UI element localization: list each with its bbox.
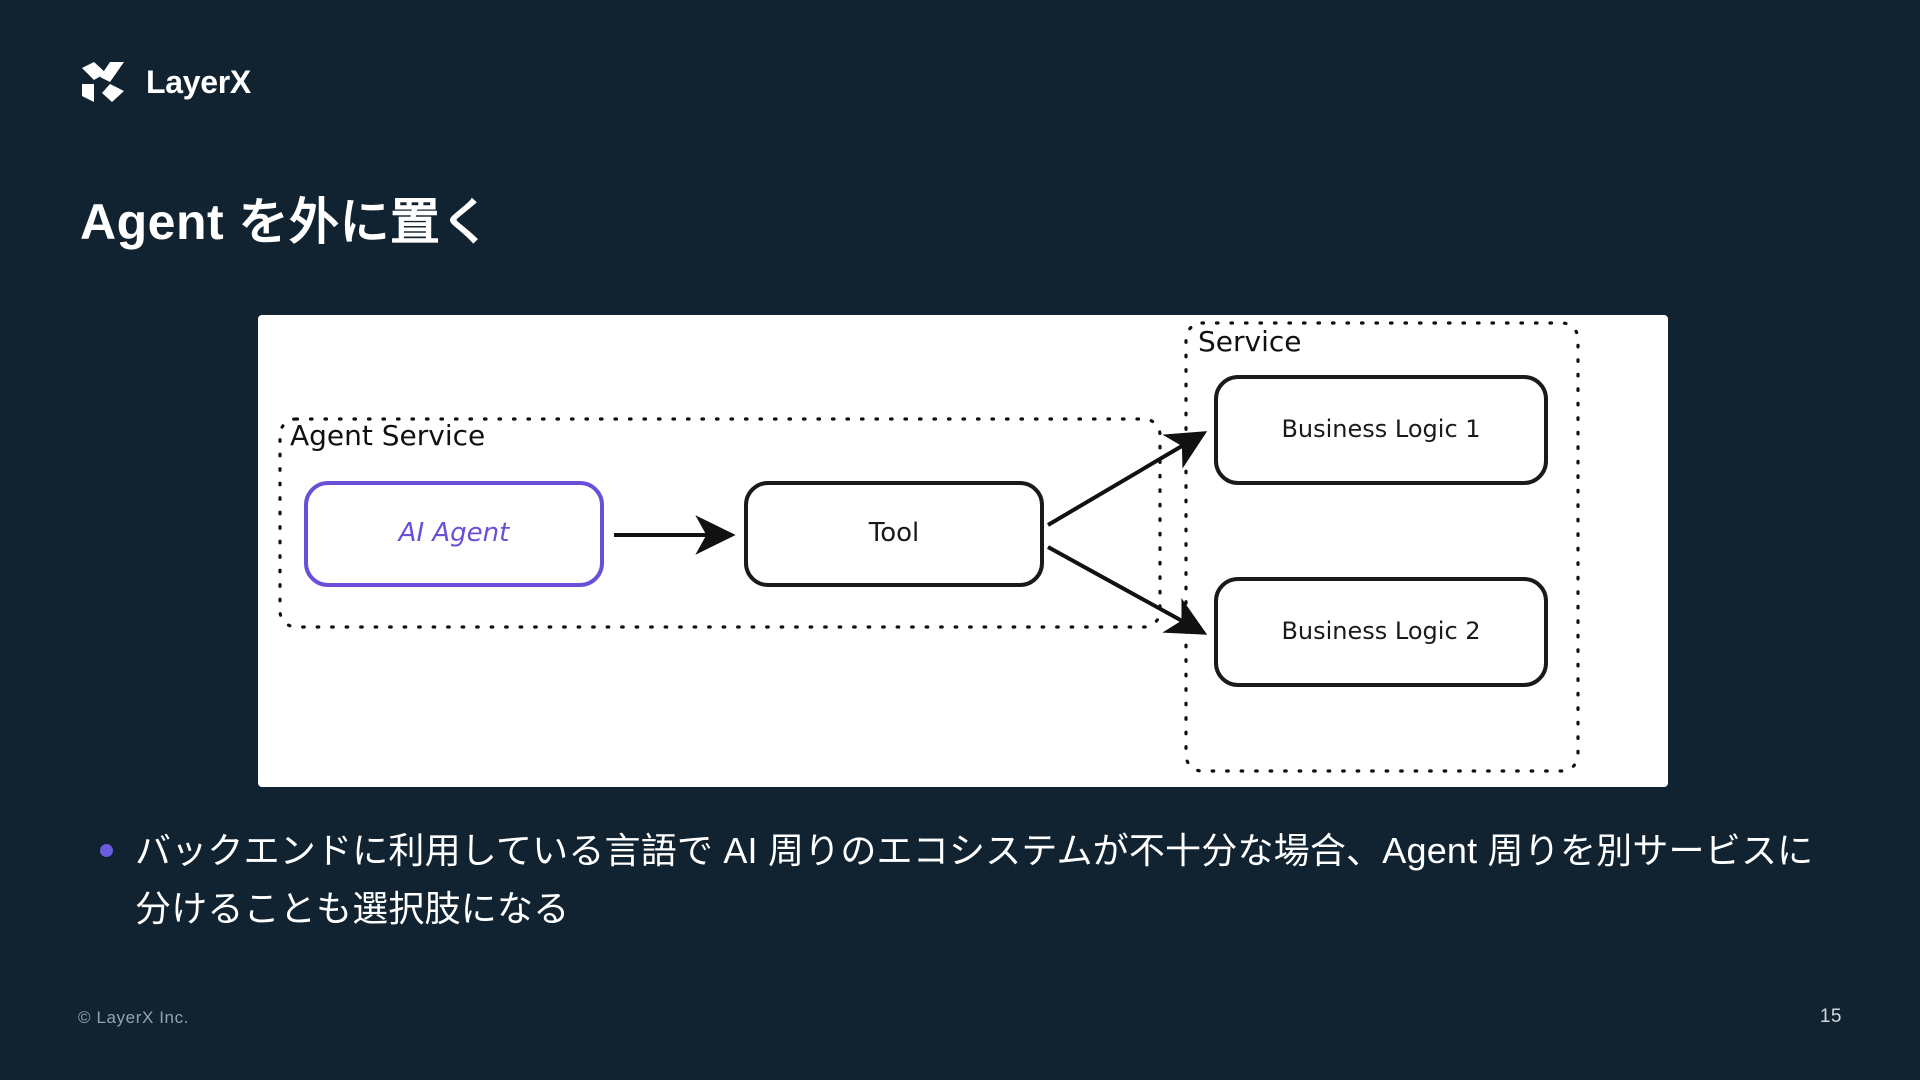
bullet-dot-icon	[100, 844, 113, 857]
page-title: Agent を外に置く	[80, 194, 492, 250]
bullet-text: バックエンドに利用している言語で AI 周りのエコシステムが不十分な場合、Age…	[135, 830, 1814, 930]
copyright-notice: © LayerX Inc.	[78, 1008, 190, 1027]
bullet-list-item: バックエンドに利用している言語で AI 周りのエコシステムが不十分な場合、Age…	[100, 822, 1860, 939]
brand-wordmark: LayerX	[146, 63, 251, 100]
node-tool-label: Tool	[868, 518, 920, 548]
group-agent-service-label: Agent Service	[290, 419, 485, 452]
edge-tool-to-business-logic-2	[1047, 545, 1208, 635]
page-number: 15	[1819, 1006, 1842, 1027]
diagram-card: Agent Service AI Agent Tool Service Busi…	[258, 315, 1668, 787]
node-business-logic-2-label: Business Logic 2	[1281, 617, 1480, 645]
node-business-logic-2[interactable]	[1214, 577, 1548, 687]
group-service-border	[1184, 321, 1580, 773]
node-ai-agent-label: AI Agent	[397, 518, 510, 548]
edge-tool-to-business-logic-1	[1046, 431, 1208, 527]
node-business-logic-1-label: Business Logic 1	[1281, 415, 1480, 443]
node-tool[interactable]	[744, 481, 1044, 587]
brand-logo: LayerX	[80, 60, 251, 104]
architecture-diagram: Agent Service AI Agent Tool Service Busi…	[278, 321, 1580, 773]
node-business-logic-1[interactable]	[1214, 375, 1548, 485]
node-ai-agent[interactable]	[304, 481, 604, 587]
group-service-label: Service	[1198, 325, 1301, 358]
layerx-x-mark-icon	[80, 60, 132, 104]
